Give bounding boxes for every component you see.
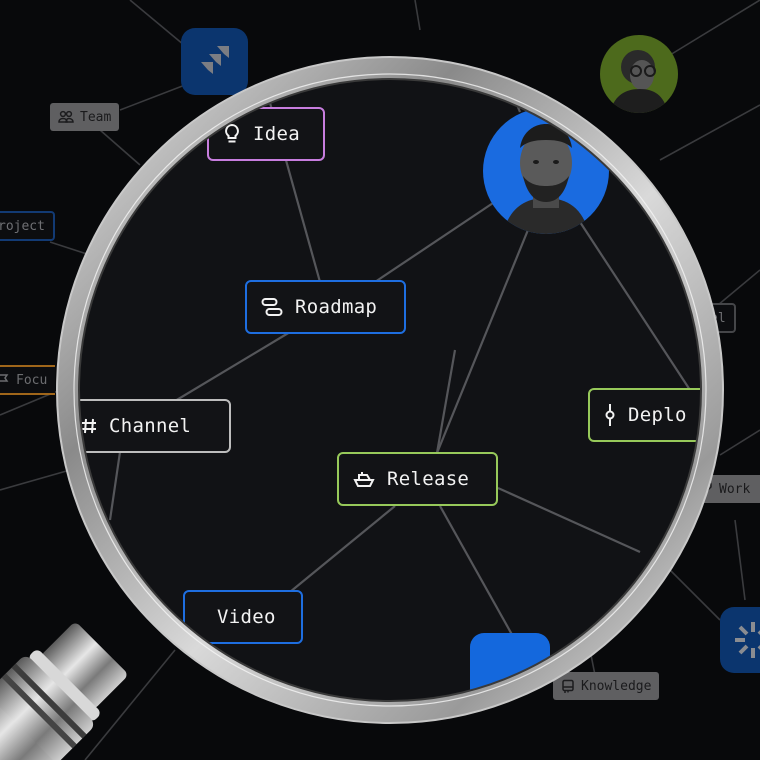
people-icon <box>58 110 74 124</box>
lightbulb-icon <box>223 123 241 145</box>
deploy-label: Deplo <box>628 404 687 426</box>
magnifier-lens: Idea Roadmap Channel Release Deplo <box>75 75 705 705</box>
lens-connections <box>108 84 691 641</box>
man-portrait-icon <box>503 124 589 234</box>
focus-label: Focu <box>16 372 48 388</box>
handle <box>0 623 127 760</box>
hash-icon <box>81 417 97 435</box>
release-label: Release <box>387 468 470 490</box>
confluence-like-app-icon[interactable] <box>720 607 760 673</box>
chevrons-icon <box>200 45 229 74</box>
commit-icon <box>604 403 616 427</box>
roadmap-node[interactable]: Roadmap <box>245 280 406 334</box>
release-node[interactable]: Release <box>337 452 498 506</box>
project-node[interactable]: roject <box>0 211 55 241</box>
lens-rim <box>57 57 723 723</box>
video-node[interactable]: Video <box>183 590 303 644</box>
ship-icon <box>353 470 375 488</box>
flag-icon <box>0 373 10 387</box>
work-label: Work <box>719 481 751 497</box>
idea-label: Idea <box>253 123 300 145</box>
channel-node[interactable]: Channel <box>75 399 231 453</box>
video-label: Video <box>217 606 276 628</box>
deploy-node[interactable]: Deplo <box>588 388 705 442</box>
roadmap-bars-icon <box>261 297 283 317</box>
focus-node[interactable]: Focu <box>0 365 56 395</box>
burst-icon <box>735 622 760 658</box>
channel-label: Channel <box>109 415 192 437</box>
roadmap-label: Roadmap <box>295 296 378 318</box>
project-label: roject <box>0 218 45 234</box>
